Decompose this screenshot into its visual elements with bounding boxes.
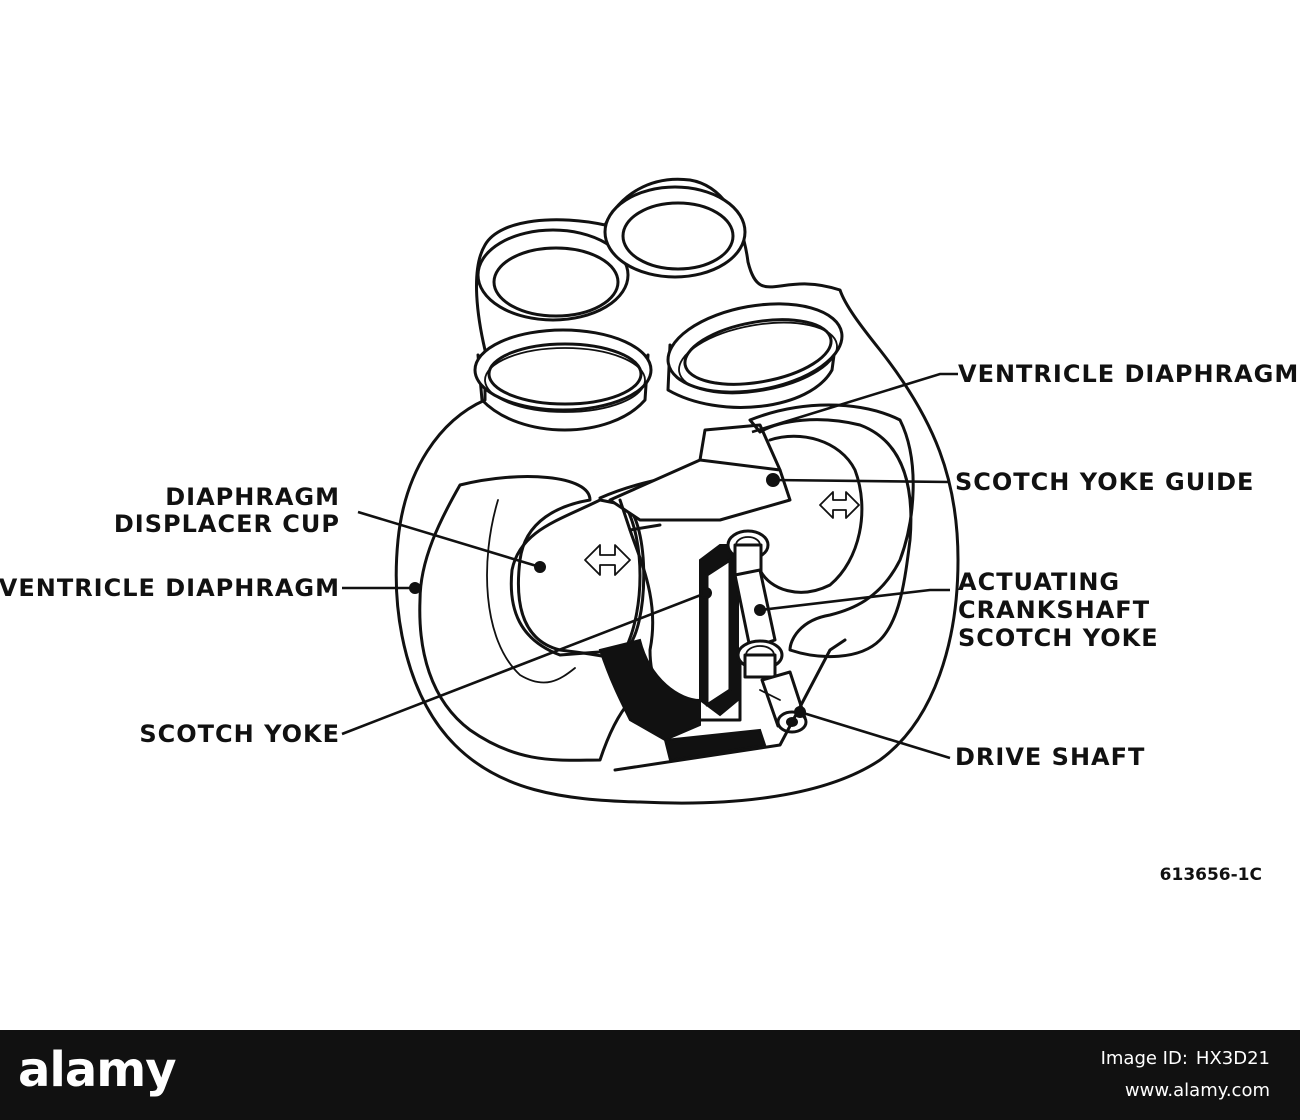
scotch-yoke-guide (608, 423, 792, 532)
dot-displacer-cup (534, 561, 546, 573)
port-ring-top-left (476, 228, 630, 322)
inner-cavity (486, 499, 576, 684)
label-actuating-line1: ACTUATING (958, 568, 1120, 596)
port-ring-front-right (666, 302, 844, 409)
port-ring-top-right (603, 185, 747, 279)
right-ventricle-diaphragm (748, 403, 915, 659)
leader-ventricle-diaphragm-right (751, 372, 958, 434)
dot-drive-shaft (794, 706, 806, 718)
leader-actuating-crankshaft (759, 588, 950, 612)
drive-shaft (759, 670, 808, 734)
label-diaphragm-displacer-cup-line1: DIAPHRAGM (165, 483, 340, 511)
port-ring-front-left (473, 328, 653, 432)
watermark-banner: alamy Image ID: HX3D21 www.alamy.com (0, 1030, 1300, 1120)
brand-logo: alamy (18, 1042, 177, 1098)
dot-crankshaft (754, 604, 766, 616)
right-displacer-cup (758, 434, 864, 594)
base-plate (613, 638, 847, 772)
leader-diaphragm-displacer-cup (357, 510, 541, 569)
label-scotch-yoke: SCOTCH YOKE (139, 720, 340, 748)
label-diaphragm-displacer-cup-line2: DISPLACER CUP (114, 510, 340, 538)
label-drive-shaft: DRIVE SHAFT (955, 743, 1145, 771)
leader-scotch-yoke-guide (772, 478, 951, 484)
heart-pump-diagram: VENTRICLE DIAPHRAGM SCOTCH YOKE GUIDE DI… (0, 177, 1299, 885)
image-id: Image ID: HX3D21 (1101, 1048, 1270, 1069)
label-actuating-line2: CRANKSHAFT (958, 596, 1150, 624)
figure-number: 613656-1C (1160, 865, 1262, 885)
dot-ventricle-left (409, 582, 421, 594)
label-scotch-yoke-guide: SCOTCH YOKE GUIDE (955, 468, 1254, 496)
dot-scotch-yoke (700, 587, 712, 599)
left-ventricle-diaphragm (418, 475, 662, 762)
leader-drive-shaft (799, 710, 951, 760)
lower-bearing (736, 639, 784, 679)
image-id-label: Image ID: (1100, 1048, 1188, 1069)
leader-scotch-yoke (341, 591, 707, 736)
scotch-yoke-frame (598, 544, 767, 762)
label-actuating-line3: SCOTCH YOKE (958, 624, 1159, 652)
image-id-value: HX3D21 (1195, 1048, 1270, 1069)
label-ventricle-diaphragm-right: VENTRICLE DIAPHRAGM (958, 360, 1299, 388)
label-ventricle-diaphragm-left: VENTRICLE DIAPHRAGM (0, 574, 340, 602)
image-url: www.alamy.com (1124, 1080, 1270, 1101)
upper-bearing (726, 529, 770, 577)
